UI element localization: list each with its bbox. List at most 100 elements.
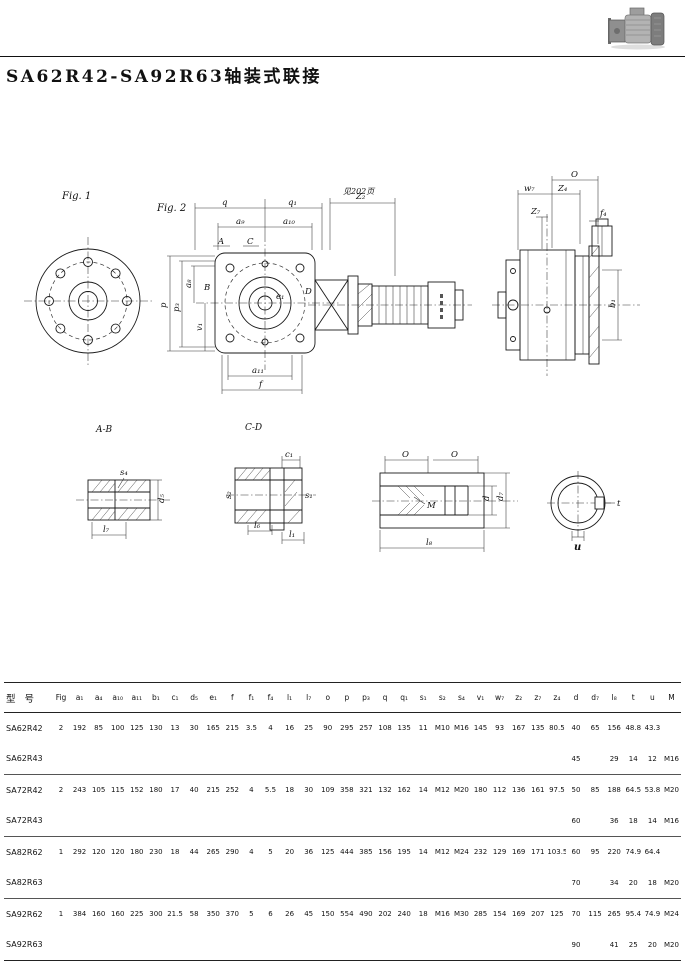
col-header: d₇ bbox=[585, 682, 605, 713]
col-header: a₁₁ bbox=[127, 682, 147, 713]
section-cd: C-D c₁ s₂ s₁ l₆ bbox=[224, 423, 316, 544]
dim-value: 265 bbox=[206, 848, 220, 857]
side-view: O w₇ Z₄ Z₇ f₄ b₁ bbox=[492, 170, 640, 376]
dim-value: 74.9 bbox=[644, 910, 661, 919]
dim-value: 156 bbox=[607, 724, 621, 733]
dim-value bbox=[260, 805, 281, 837]
dim-value: 257 bbox=[359, 724, 373, 733]
dim-value: 18 bbox=[623, 805, 643, 837]
dim-value: 135 bbox=[531, 724, 545, 733]
dim-value bbox=[260, 867, 281, 899]
fig1-bolt-holes bbox=[44, 257, 132, 345]
dim-value: 215 bbox=[206, 786, 220, 795]
dim-value: M24 bbox=[663, 910, 679, 919]
col-header: z₂ bbox=[509, 682, 529, 713]
dim-value bbox=[222, 805, 242, 837]
dim-value bbox=[52, 929, 70, 961]
dim-value: 34 bbox=[604, 867, 624, 899]
dim-value: 14 bbox=[418, 786, 428, 795]
fig2-label: Fig. 2 bbox=[156, 203, 186, 214]
dim-value: 25 bbox=[304, 724, 314, 733]
dim-value bbox=[222, 867, 242, 899]
dim-value: 220 bbox=[607, 848, 621, 857]
dim-value bbox=[509, 867, 529, 899]
model-name: SA62R43 bbox=[4, 743, 52, 775]
motor-body bbox=[624, 14, 652, 44]
dim-value: 100 bbox=[111, 724, 125, 733]
dim-value: 6 bbox=[268, 910, 273, 919]
dim-value: 18 bbox=[170, 848, 180, 857]
dim-value bbox=[299, 867, 319, 899]
dim-label-o-right: O bbox=[451, 450, 458, 460]
keyway-detail: t u bbox=[547, 471, 621, 553]
col-header: l₈ bbox=[604, 682, 624, 713]
dim-value bbox=[318, 867, 338, 899]
dim-value bbox=[203, 929, 223, 961]
dim-value bbox=[356, 805, 376, 837]
fan-cover bbox=[650, 12, 665, 46]
dim-value: 18 bbox=[418, 910, 428, 919]
dim-value bbox=[203, 805, 223, 837]
col-header: Fig bbox=[52, 682, 70, 713]
dim-value: 370 bbox=[225, 910, 239, 919]
dim-value: 115 bbox=[588, 910, 602, 919]
dim-value: 5 bbox=[249, 910, 254, 919]
dim-value bbox=[108, 743, 128, 775]
dim-value bbox=[89, 867, 109, 899]
dim-value: 265 bbox=[607, 910, 621, 919]
dim-label-p: p bbox=[159, 302, 169, 308]
dim-value bbox=[356, 929, 376, 961]
dim-value: 36 bbox=[304, 848, 314, 857]
dim-value: 120 bbox=[111, 848, 125, 857]
dim-value: 444 bbox=[340, 848, 354, 857]
dim-label-s4: s₄ bbox=[120, 468, 128, 478]
col-header: q bbox=[375, 682, 395, 713]
dim-value: M24 bbox=[453, 848, 469, 857]
dim-value bbox=[318, 929, 338, 961]
fig2-bolt-holes bbox=[225, 260, 305, 346]
dim-value: 21.5 bbox=[167, 910, 183, 919]
dim-value bbox=[413, 929, 433, 961]
dim-label-d5: d₅ bbox=[157, 494, 167, 503]
dim-value: 16 bbox=[285, 724, 295, 733]
dim-value bbox=[585, 867, 605, 899]
dim-value bbox=[375, 929, 395, 961]
dim-value: 156 bbox=[378, 848, 392, 857]
dim-value: 152 bbox=[130, 786, 144, 795]
dim-value: 29 bbox=[604, 743, 624, 775]
dim-value: 132 bbox=[378, 786, 392, 795]
dim-value: 25 bbox=[623, 929, 643, 961]
dim-value: 53.8 bbox=[644, 786, 661, 795]
dim-value bbox=[547, 805, 567, 837]
dim-value bbox=[52, 867, 70, 899]
model-name: SA72R43 bbox=[4, 805, 52, 837]
dim-value: 2 bbox=[58, 786, 64, 795]
dim-value: 12 bbox=[642, 743, 662, 775]
col-header: z₄ bbox=[547, 682, 567, 713]
flange-hatch bbox=[588, 245, 600, 359]
dim-label-s2: s₂ bbox=[224, 491, 234, 499]
dim-value bbox=[413, 743, 433, 775]
dim-value: 93 bbox=[495, 724, 505, 733]
dim-value bbox=[490, 867, 510, 899]
dim-value bbox=[509, 805, 529, 837]
col-header: u bbox=[642, 682, 662, 713]
dim-value bbox=[127, 867, 147, 899]
dim-value bbox=[318, 743, 338, 775]
gearbox-shaft bbox=[614, 28, 620, 34]
dim-value bbox=[528, 867, 548, 899]
dim-value bbox=[241, 867, 261, 899]
dim-value: M20 bbox=[663, 786, 679, 795]
model-name: SA82R63 bbox=[4, 867, 52, 899]
dim-value bbox=[280, 929, 300, 961]
dim-value: 192 bbox=[72, 724, 87, 733]
dim-value: M12 bbox=[434, 848, 450, 857]
thread-hatch bbox=[397, 485, 425, 516]
dim-label-s1: s₁ bbox=[305, 491, 313, 501]
dim-value: 384 bbox=[72, 910, 87, 919]
dim-value bbox=[451, 805, 471, 837]
dim-value: 30 bbox=[304, 786, 314, 795]
